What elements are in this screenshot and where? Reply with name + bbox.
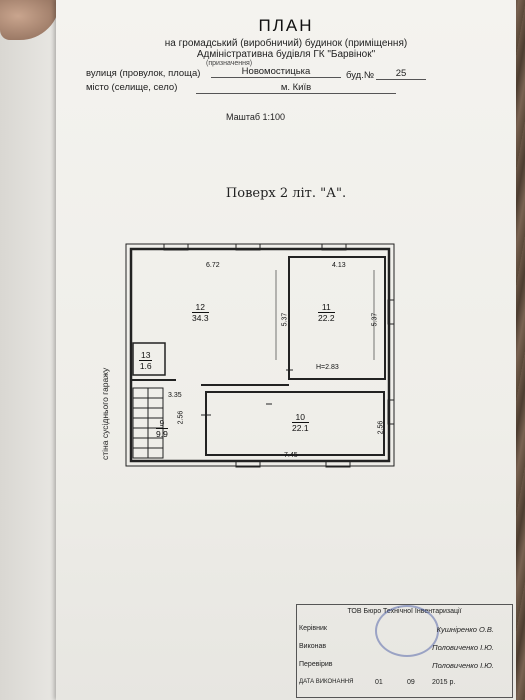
street-label: вулиця (провулок, площа) — [86, 68, 201, 79]
dim-right-lower: 2.56 — [377, 420, 385, 435]
document-page: ПЛАН на громадський (виробничий) будинок… — [56, 0, 516, 700]
plan-outer-wall — [129, 247, 391, 463]
windows — [163, 243, 395, 468]
dim-mid-vertical: 5.37 — [281, 312, 289, 327]
room-height: H=2.83 — [316, 364, 339, 371]
seal-icon — [375, 605, 439, 657]
name-executor: Половиченко І.Ю. — [432, 643, 494, 652]
role-executor: Виконав — [299, 643, 327, 650]
role-checker: Перевірив — [299, 661, 333, 668]
name-head: Кушніренко О.В. — [436, 625, 494, 634]
dim-bottom: 7.45 — [284, 452, 298, 459]
purpose-caption: (призначення) — [206, 60, 253, 67]
city-value: м. Київ — [196, 82, 396, 94]
date-month: 09 — [407, 679, 415, 686]
name-checker: Половиченко І.Ю. — [432, 661, 494, 670]
scale-label: Маштаб 1:100 — [226, 112, 286, 122]
role-head: Керівник — [299, 625, 327, 632]
document-subtitle: на громадський (виробничий) будинок (при… — [164, 38, 408, 49]
date-day: 01 — [375, 679, 383, 686]
dim-top-left: 6.72 — [206, 262, 220, 269]
city-label: місто (селище, село) — [86, 82, 178, 93]
building-label: буд.№ — [346, 70, 375, 81]
room-10-wall — [205, 391, 385, 456]
floor-plan — [125, 243, 395, 468]
room-13-wall — [132, 342, 166, 376]
dim-stair-width: 3.35 — [168, 392, 182, 399]
building-purpose: Адміністративна будівля ГК "Барвінок" — [196, 49, 376, 60]
dim-right-vertical: 5.37 — [371, 312, 379, 327]
date-year: 2015 р. — [432, 679, 456, 686]
room-11-wall — [288, 256, 386, 380]
date-label: ДАТА ВИКОНАННЯ — [299, 679, 354, 685]
dim-small-vertical: 2.56 — [177, 410, 185, 425]
adjacent-wall-label: стіна сусіднього гаражу — [100, 367, 110, 460]
dim-top-right: 4.13 — [332, 262, 346, 269]
building-value: 25 — [376, 68, 426, 80]
street-value: Новомостицька — [211, 66, 341, 78]
document-title: ПЛАН — [258, 16, 314, 35]
floor-title: Поверх 2 літ. "А". — [225, 186, 347, 201]
title-block: ТОВ Бюро Технічної Інвентаризації Керівн… — [296, 604, 513, 698]
